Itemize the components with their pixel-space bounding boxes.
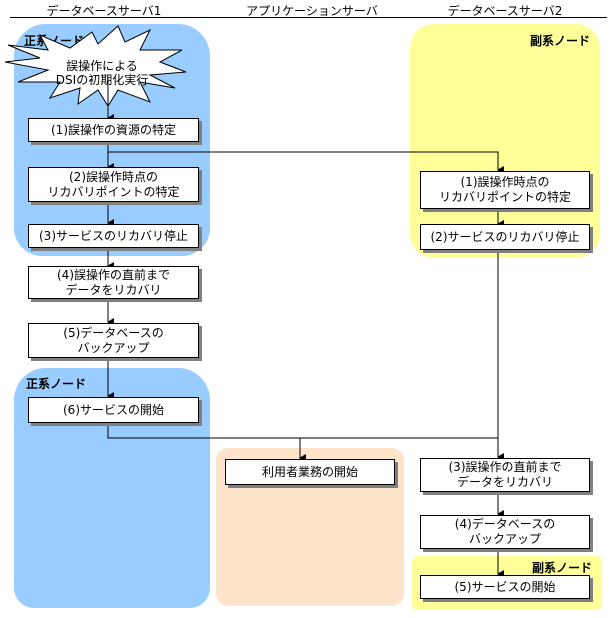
step-label-line1: (4)データベースの	[454, 517, 556, 531]
step-label: (5)サービスの開始	[454, 579, 556, 594]
app-step-1: 利用者業務の開始	[225, 459, 395, 485]
step-label-line1: (5)データベースの	[63, 325, 164, 340]
server1-step-1: (1)誤操作の資源の特定	[28, 118, 199, 142]
header-divider	[10, 17, 607, 18]
secondary-node-label-bottom: 副系ノード	[532, 561, 593, 575]
step-label-line2: リカバリポイントの特定	[438, 190, 571, 204]
step-label-line1: (2)誤操作時点の	[69, 169, 158, 184]
explosion-burst-shape	[4, 25, 187, 107]
step-label-line2: バックアップ	[77, 340, 150, 355]
server1-step-2: (2)誤操作時点の リカバリポイントの特定	[28, 167, 199, 202]
server2-step-3: (3)誤操作の直前まで データをリカバリ	[420, 458, 590, 492]
server1-step-3: (3)サービスのリカバリ停止	[28, 224, 199, 248]
step-label-line1: (4)誤操作の直前まで	[57, 267, 170, 282]
step-label-line2: データをリカバリ	[65, 282, 162, 297]
connector-step1-to-server2-step1	[108, 151, 504, 174]
server2-step-5: (5)サービスの開始	[420, 575, 590, 599]
column-header-db-server-2: データベースサーバ2	[447, 4, 563, 18]
trigger-text: 誤操作による DSIの初期化実行	[42, 59, 162, 87]
secondary-node-label-top: 副系ノード	[530, 34, 591, 48]
server1-step-4: (4)誤操作の直前まで データをリカバリ	[28, 266, 199, 299]
step-label-line1: (1)誤操作時点の	[460, 175, 550, 189]
server2-step-4: (4)データベースの バックアップ	[420, 515, 590, 549]
step-label: (3)サービスのリカバリ停止	[39, 228, 188, 243]
column-header-app-server: アプリケーションサーバ	[246, 4, 378, 18]
connector-step6-to-app	[107, 424, 306, 462]
step-label: (1)誤操作の資源の特定	[51, 122, 176, 137]
server1-step-6: (6)サービスの開始	[28, 397, 199, 423]
step-label: 利用者業務の開始	[261, 464, 358, 479]
step-label-line2: データをリカバリ	[456, 475, 553, 489]
trigger-line1: 誤操作による	[66, 59, 138, 73]
server2-step-2: (2)サービスのリカバリ停止	[420, 224, 590, 250]
step-label-line1: (3)誤操作の直前まで	[448, 460, 562, 474]
secondary-node-region-top	[410, 24, 600, 258]
step-label-line2: リカバリポイントの特定	[47, 184, 180, 199]
primary-node-label-bottom: 正系ノード	[26, 377, 87, 391]
step-label: (2)サービスのリカバリ停止	[430, 229, 580, 244]
step-label-line2: バックアップ	[468, 532, 541, 546]
server2-step-1: (1)誤操作時点の リカバリポイントの特定	[420, 171, 590, 209]
server1-step-5: (5)データベースの バックアップ	[28, 323, 199, 358]
trigger-line2: DSIの初期化実行	[55, 73, 149, 87]
step-label: (6)サービスの開始	[63, 402, 164, 417]
column-header-db-server-1: データベースサーバ1	[46, 4, 162, 18]
